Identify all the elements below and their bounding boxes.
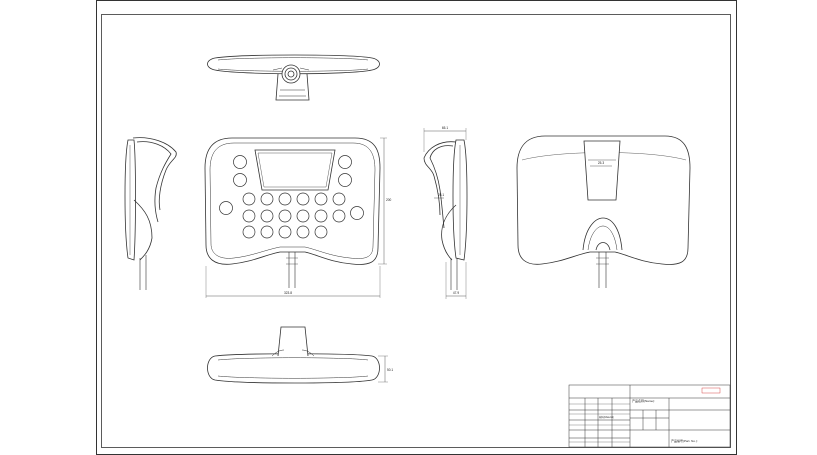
part-name-label: 产品名称(Name): [632,398,655,403]
dim-side-depth-bottom: 47.9 [453,291,459,295]
left-side-view [124,137,177,290]
dim-side-offset: 25.1 [438,193,444,197]
dim-overall-width: 323.8 [284,291,292,295]
display-window [254,149,336,191]
part-no-label: 产品编号(Part. No.): [671,438,698,443]
inner-border [101,14,731,448]
title-block [568,384,731,448]
dim-overall-height: 200 [386,198,392,202]
back-view [516,135,691,288]
bottom-view [207,326,388,384]
top-view [207,54,380,101]
button-grid [219,155,364,239]
front-view [204,137,387,298]
dim-bottom-view-height: 50.1 [387,368,393,372]
dim-side-depth-top: 65.1 [442,126,448,130]
right-side-view [423,128,468,299]
material-label: 材料(Material) [599,415,614,419]
dim-back-clip-width: 25.3 [598,161,604,165]
back-clip [583,140,621,201]
pad-outline [204,137,381,265]
company-logo [701,387,721,394]
